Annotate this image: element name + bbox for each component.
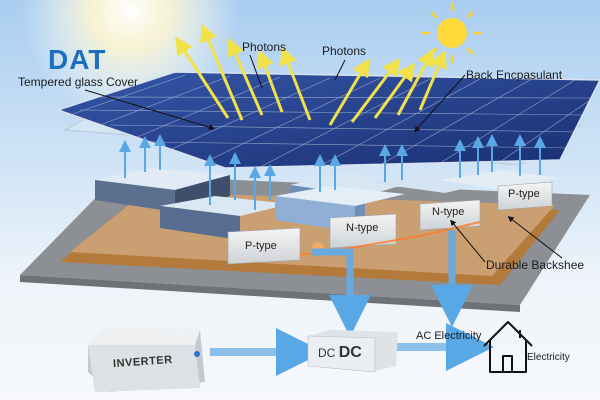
electricity-label: Electricity bbox=[527, 352, 570, 363]
cell-blocks bbox=[95, 168, 560, 265]
inverter-box bbox=[88, 328, 205, 392]
photons-label-right: Photons bbox=[322, 44, 367, 58]
output-arrows bbox=[312, 230, 473, 337]
sun-icon bbox=[421, 2, 483, 64]
cell-label-p-type-1: P-type bbox=[245, 240, 277, 252]
house-icon bbox=[483, 321, 533, 373]
back-encapsulant-label: Back Encpasulant bbox=[466, 68, 563, 82]
dc-label-big: DC bbox=[338, 344, 362, 361]
dc-label: DC DC bbox=[318, 344, 362, 362]
logo: DAT bbox=[48, 44, 107, 75]
cell-label-n-type-2: N-type bbox=[432, 206, 465, 218]
cell-label-p-type-2: P-type bbox=[508, 188, 540, 200]
dc-label-small: DC bbox=[318, 346, 336, 360]
photons-label-left: Photons bbox=[242, 40, 287, 54]
durable-backsheet-label: Durable Backshee bbox=[486, 258, 585, 272]
dc-box bbox=[307, 330, 398, 373]
tempered-glass-label: Tempered glass Cover bbox=[18, 75, 139, 89]
energy-flow-arrows bbox=[119, 134, 546, 210]
cell-label-n-type-1: N-type bbox=[346, 222, 379, 234]
ac-electricity-label: AC Electricity bbox=[416, 330, 482, 342]
photon-arrows bbox=[175, 23, 447, 126]
solar-panel bbox=[55, 71, 600, 169]
leader-lines bbox=[84, 54, 563, 263]
